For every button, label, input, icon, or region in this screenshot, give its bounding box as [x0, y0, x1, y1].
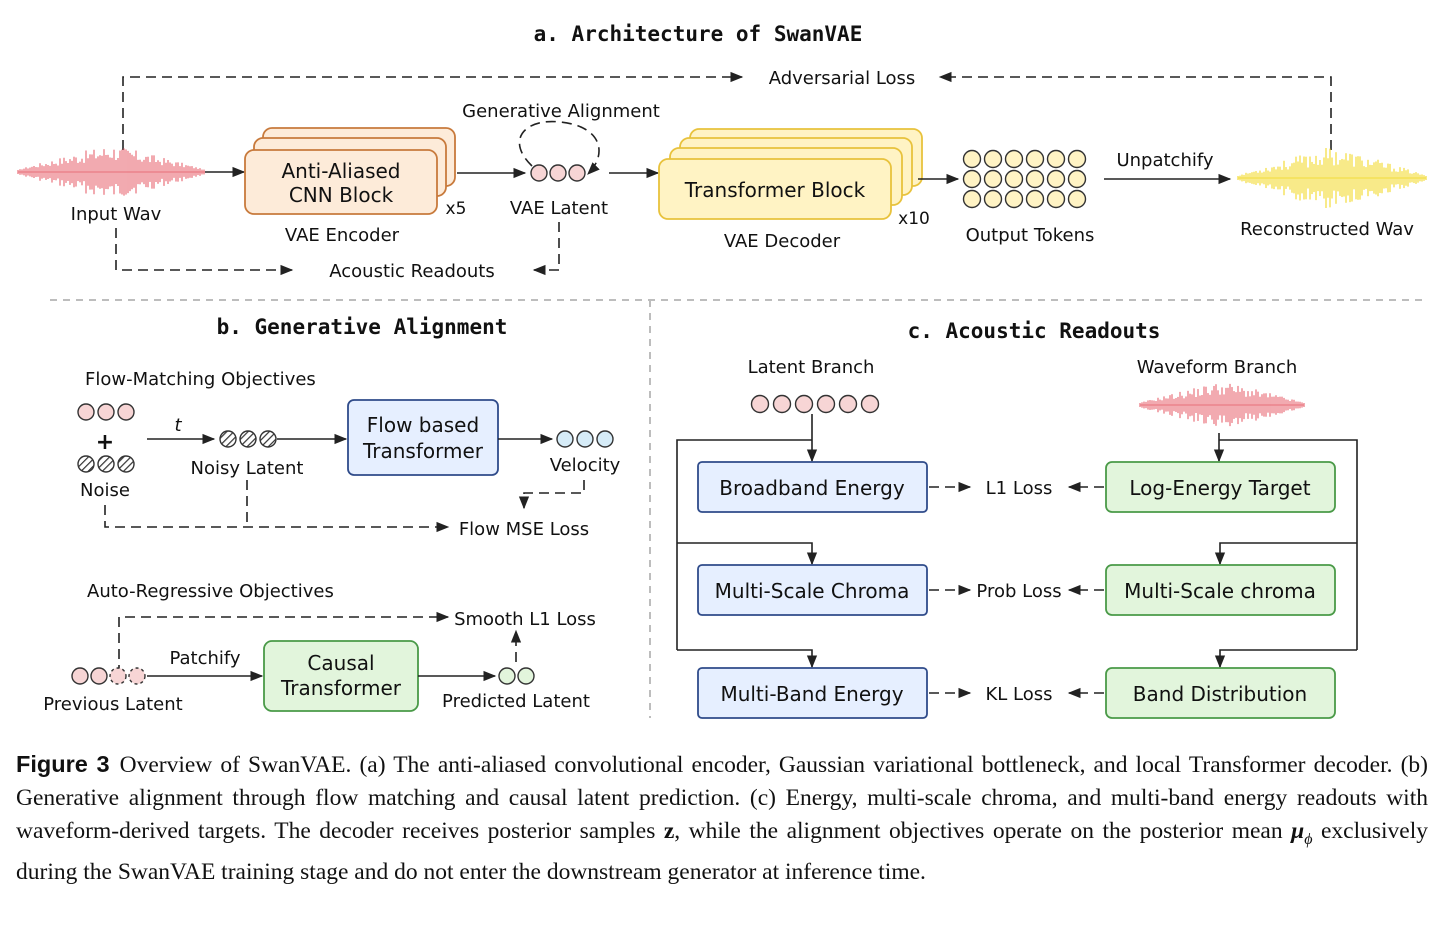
t-label: t [174, 415, 182, 436]
generative-alignment-label: Generative Alignment [462, 101, 660, 122]
vae-latent-tokens [530, 164, 586, 182]
decoder-block-label: Transformer Block [684, 178, 866, 202]
waveform-branch-label: Waveform Branch [1137, 357, 1298, 378]
previous-latent-tokens [71, 667, 146, 685]
unpatchify-label: Unpatchify [1116, 150, 1213, 171]
output-tokens-label: Output Tokens [966, 225, 1095, 246]
log-energy-target-box [1105, 461, 1336, 513]
causal-box-line1: Causal [307, 651, 374, 675]
previous-latent-label: Previous Latent [43, 694, 182, 715]
multi-band-energy-label: Multi-Band Energy [720, 682, 903, 706]
output-token [1067, 149, 1087, 169]
flow-based-transformer-box [347, 399, 499, 476]
output-token [983, 149, 1003, 169]
output-token [1004, 189, 1024, 209]
velocity-tokens [556, 430, 614, 448]
noise-tokens [77, 455, 135, 473]
decoder-repeat-label: x10 [898, 209, 930, 229]
predicted-latent-tokens [498, 667, 535, 685]
noisy-latent-label: Noisy Latent [191, 458, 304, 479]
noise-label: Noise [80, 480, 130, 501]
multi-scale-chroma-box [697, 564, 928, 616]
velocity-label: Velocity [550, 455, 621, 476]
output-token [1046, 189, 1066, 209]
caption-text-3: exclusively during the SwanVAE training … [16, 818, 1428, 885]
output-token [962, 189, 982, 209]
output-tokens-grid [962, 149, 1087, 209]
output-token [1004, 149, 1024, 169]
vae-decoder-stack [658, 128, 923, 220]
panel-a-title: a. Architecture of SwanVAE [534, 22, 863, 46]
output-token [1046, 149, 1066, 169]
reconstructed-wav-label: Reconstructed Wav [1240, 219, 1414, 240]
causal-box-line2: Transformer [280, 676, 402, 700]
clean-latent-tokens [77, 403, 135, 421]
caption-phi-symbol: ϕ [1304, 830, 1313, 848]
broadband-energy-label: Broadband Energy [719, 476, 905, 500]
output-token [983, 189, 1003, 209]
plus-sign: + [96, 430, 114, 455]
output-token [1046, 169, 1066, 189]
latent-branch-tokens [750, 394, 880, 414]
multi-scale-chroma-label: Multi-Scale Chroma [715, 579, 910, 603]
encoder-repeat-label: x5 [446, 199, 467, 219]
output-token [1004, 169, 1024, 189]
adversarial-loss-label: Adversarial Loss [769, 68, 916, 89]
anti-aliased-cnn-block [244, 149, 438, 215]
output-token [1067, 169, 1087, 189]
log-energy-target-label: Log-Energy Target [1129, 476, 1310, 500]
multi-scale-chroma-target-label: Multi-Scale chroma [1124, 579, 1316, 603]
output-token [1067, 189, 1087, 209]
reconstructed-waveform [1237, 148, 1427, 208]
input-waveform [17, 148, 205, 196]
waveform-branch-wave [1139, 383, 1305, 427]
output-token [983, 169, 1003, 189]
output-token [962, 149, 982, 169]
kl-loss-label: KL Loss [985, 684, 1052, 705]
caption-text-2: , while the alignment objectives operate… [674, 818, 1292, 844]
band-distribution-box [1105, 667, 1336, 719]
architecture-diagram: a. Architecture of SwanVAE Adversarial L… [17, 22, 1428, 719]
caption-text-1: Overview of SwanVAE. (a) The anti-aliase… [16, 752, 1428, 844]
flow-box-line1: Flow based [367, 413, 479, 437]
encoder-block-line1: Anti-Aliased [281, 159, 400, 183]
predicted-latent-label: Predicted Latent [442, 691, 590, 712]
patchify-label: Patchify [169, 648, 240, 669]
output-token [1025, 189, 1045, 209]
caption-z-symbol: z [663, 818, 675, 844]
encoder-block-line2: CNN Block [289, 183, 394, 207]
panel-b-title: b. Generative Alignment [217, 315, 508, 339]
prob-loss-label: Prob Loss [976, 581, 1061, 602]
flow-objectives-label: Flow-Matching Objectives [85, 369, 316, 390]
smooth-l1-loss-label: Smooth L1 Loss [454, 609, 596, 630]
broadband-energy-box [697, 461, 928, 513]
vae-encoder-stack [244, 127, 456, 215]
l1-loss-label: L1 Loss [986, 478, 1053, 499]
multi-band-energy-box [697, 667, 928, 719]
vae-decoder-label: VAE Decoder [724, 231, 841, 252]
noisy-latent-tokens [219, 430, 277, 448]
output-token [1025, 169, 1045, 189]
panel-c-title: c. Acoustic Readouts [908, 319, 1161, 343]
multi-scale-chroma-target-box [1105, 564, 1336, 616]
figure-label: Figure 3 [16, 751, 110, 777]
ar-objectives-label: Auto-Regressive Objectives [87, 581, 334, 602]
flow-box-line2: Transformer [362, 439, 484, 463]
output-token [1025, 149, 1045, 169]
input-wav-label: Input Wav [71, 204, 162, 225]
vae-encoder-label: VAE Encoder [285, 225, 400, 246]
acoustic-readouts-label: Acoustic Readouts [329, 261, 494, 282]
latent-branch-label: Latent Branch [748, 357, 875, 378]
caption-mu-symbol: μ [1291, 818, 1305, 844]
vae-latent-label: VAE Latent [510, 198, 608, 219]
band-distribution-label: Band Distribution [1133, 682, 1307, 706]
flow-mse-loss-label: Flow MSE Loss [459, 519, 589, 540]
output-token [962, 169, 982, 189]
transformer-block [658, 158, 892, 220]
